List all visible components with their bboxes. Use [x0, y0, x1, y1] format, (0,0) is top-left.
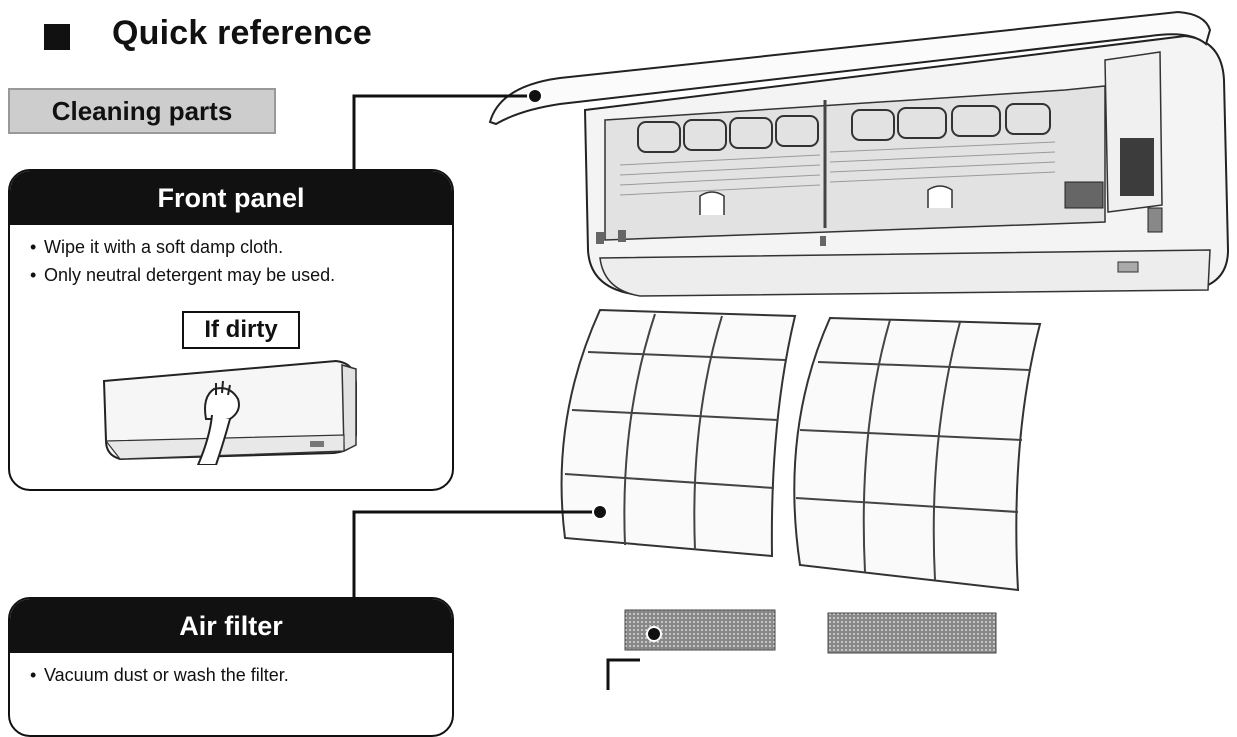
mesh-filter-right [828, 613, 996, 653]
air-filter-title: Air filter [10, 599, 452, 653]
front-panel-pointer-dot [528, 89, 542, 103]
front-panel-title: Front panel [10, 171, 452, 225]
front-panel-card: Front panel Wipe it with a soft damp clo… [8, 169, 454, 491]
air-filter-pointer-dot [593, 505, 607, 519]
air-filter-card: Air filter Vacuum dust or wash the filte… [8, 597, 454, 737]
air-filter-bullets: Vacuum dust or wash the filter. [10, 661, 452, 689]
bullet-item: Wipe it with a soft damp cloth. [30, 233, 452, 261]
front-panel-bullets: Wipe it with a soft damp cloth. Only neu… [10, 233, 452, 289]
if-dirty-label: If dirty [182, 311, 300, 349]
bullet-item: Only neutral detergent may be used. [30, 261, 452, 289]
air-filter-right [794, 318, 1040, 590]
bullet-item: Vacuum dust or wash the filter. [30, 661, 452, 689]
mesh-filter-pointer-dot [647, 627, 661, 641]
wiping-ac-illustration [98, 355, 368, 465]
